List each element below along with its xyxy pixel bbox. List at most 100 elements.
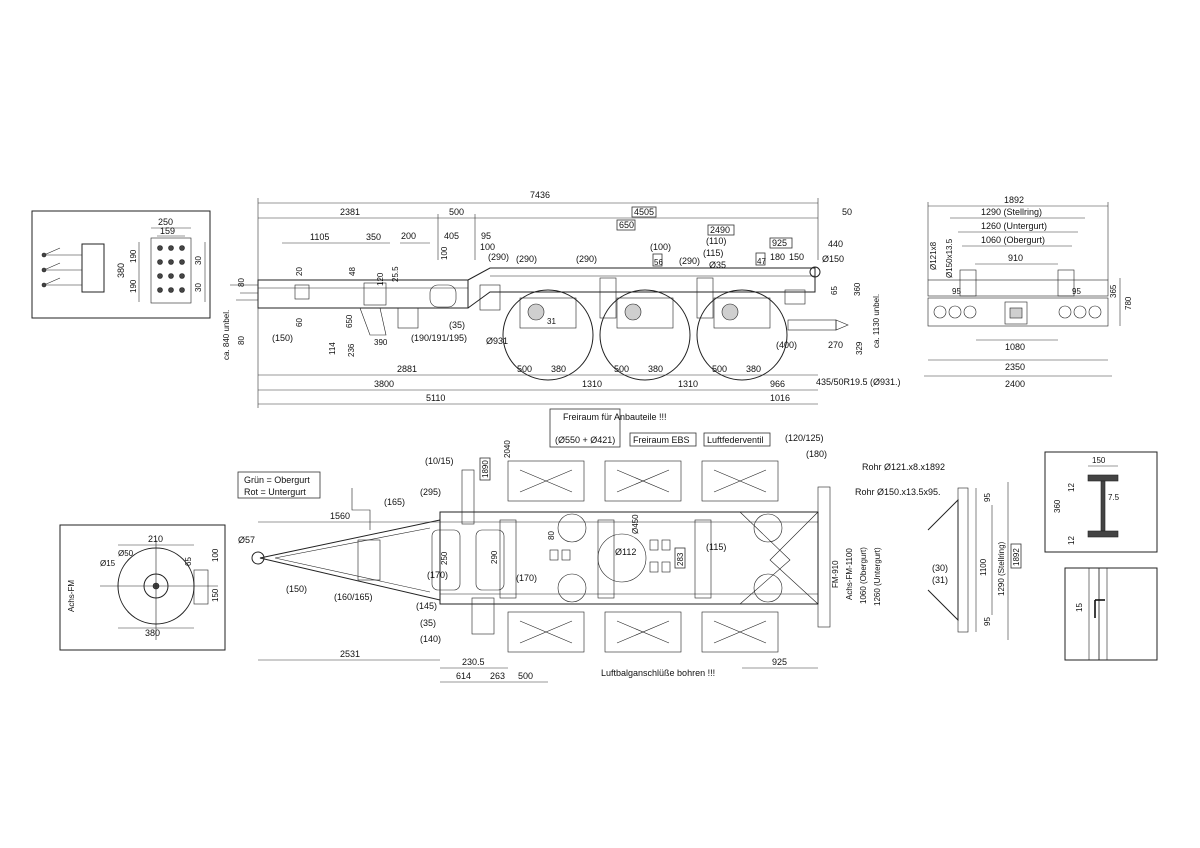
rear-o150: Ø150x13.5: [945, 238, 954, 278]
dim-100a: 100: [480, 242, 495, 252]
label-o931: Ø931: [486, 336, 508, 346]
v-114: 114: [328, 342, 337, 355]
rear-365: 365: [1109, 284, 1118, 298]
dim-380: 380: [116, 263, 126, 278]
dim-180: 180: [770, 252, 785, 262]
kd-o50: Ø50: [118, 549, 134, 558]
pd-360: 360: [1053, 499, 1062, 513]
dim-4505: 4505: [634, 207, 654, 217]
tv-283: 283: [676, 552, 685, 566]
v-236: 236: [347, 343, 356, 357]
dim-1016: 1016: [770, 393, 790, 403]
label-190-191-195: (190/191/195): [411, 333, 467, 343]
dim-290d: (290): [679, 256, 700, 266]
dim-440: 440: [828, 239, 843, 249]
dim-500a: 500: [517, 364, 532, 374]
v-120: 120: [376, 272, 385, 286]
dim-115: (115): [703, 248, 723, 258]
v-80: 80: [237, 278, 246, 287]
rear-1290: 1290 (Stellring): [981, 207, 1042, 217]
tire-spec: 435/50R19.5 (Ø931.): [816, 377, 901, 387]
kd-o15: Ø15: [100, 559, 116, 568]
v-65: 65: [830, 286, 839, 295]
label-400: (400): [776, 340, 797, 350]
tv-263: 263: [490, 671, 505, 681]
pd-15: 15: [1075, 603, 1084, 612]
label-31: 31: [547, 317, 556, 326]
tv-35: (35): [420, 618, 436, 628]
tv-120-125: (120/125): [785, 433, 824, 443]
dim-1310a: 1310: [582, 379, 602, 389]
label-35: (35): [449, 320, 465, 330]
tv-250: 250: [440, 551, 449, 565]
dim-966: 966: [770, 379, 785, 389]
sec-1892: 1892: [1012, 548, 1021, 566]
tv-2531: 2531: [340, 649, 360, 659]
kd-65: 65: [184, 557, 193, 566]
sec-1290: 1290 (Stellring): [997, 541, 1006, 596]
dim-2490: 2490: [710, 225, 730, 235]
dim-200: 200: [401, 231, 416, 241]
kd-380: 380: [145, 628, 160, 638]
profile-detail-view: 150 12 7.5 360 12 15: [1044, 451, 1158, 661]
kingpin-detail-view: 210 Ø15 Ø50 65 100 150 380 Achs-FM: [59, 524, 226, 651]
dim-190b: 190: [129, 279, 138, 293]
dim-159: 159: [160, 226, 175, 236]
tv-145: (145): [416, 601, 437, 611]
dim-110: (110): [706, 236, 726, 246]
rear-1892: 1892: [1004, 195, 1024, 205]
tv-180: (180): [806, 449, 827, 459]
dim-650: 650: [619, 220, 634, 230]
tv-925: 925: [772, 657, 787, 667]
freiraum-dims: (Ø550 + Ø421): [555, 435, 615, 445]
v-80b: 80: [237, 336, 246, 345]
v-25: 25.5: [391, 266, 400, 282]
pd-150: 150: [1092, 456, 1106, 465]
dim-100b: (100): [650, 242, 671, 252]
rear-2350: 2350: [1005, 362, 1025, 372]
dim-1105: 1105: [310, 232, 329, 242]
v-360: 360: [853, 282, 862, 296]
tv-140: (140): [420, 634, 441, 644]
kd-150: 150: [211, 588, 220, 602]
tv-500: 500: [518, 671, 533, 681]
dim-350: 350: [366, 232, 381, 242]
tv-115: (115): [706, 542, 726, 552]
label-150: (150): [272, 333, 293, 343]
v-329: 329: [855, 341, 864, 355]
rear-95b: 95: [1072, 287, 1081, 296]
dim-925: 925: [772, 238, 787, 248]
luftbalg-1: Luftbalganschlüße bohren !!!: [601, 668, 715, 678]
rear-2400: 2400: [1005, 379, 1025, 389]
tv-295: (295): [420, 487, 441, 497]
rear-1260: 1260 (Untergurt): [981, 221, 1047, 231]
dim-500c: 500: [712, 364, 727, 374]
dim-290c: (290): [576, 254, 597, 264]
dim-47: 47: [757, 257, 766, 266]
dim-380a: 380: [551, 364, 566, 374]
tv-614: 614: [456, 671, 471, 681]
v-100: 100: [440, 246, 449, 260]
pd-75: 7.5: [1108, 493, 1120, 502]
tv-achs-fm-1100: Achs-FM-1100: [845, 548, 854, 600]
rohr-150: Rohr Ø150.x13.5x95.: [855, 487, 941, 497]
side-view: 7436 2381 500 4505 50 1105 350 200 405 9…: [222, 190, 901, 408]
rohr-121: Rohr Ø121.x8.x1892: [862, 462, 945, 472]
sec-31: (31): [932, 575, 948, 585]
tv-80: 80: [547, 531, 556, 540]
dim-035: Ø35: [709, 260, 726, 270]
rear-95a: 95: [952, 287, 961, 296]
dim-50: 50: [842, 207, 852, 217]
kd-100: 100: [211, 548, 220, 562]
dim-1310b: 1310: [678, 379, 698, 389]
dim-250: 250: [158, 217, 173, 227]
section-view: Rohr Ø121.x8.x1892 Rohr Ø150.x13.5x95. 9…: [855, 462, 1022, 640]
tv-170b: (170): [516, 573, 537, 583]
tv-1060: 1060 (Obergurt): [859, 547, 868, 604]
dim-190a: 190: [129, 249, 138, 263]
tv-150: (150): [286, 584, 307, 594]
tv-2040: 2040: [503, 440, 512, 458]
top-view: Grün = Obergurt Rot = Untergurt Freiraum…: [237, 408, 882, 683]
dim-405: 405: [444, 231, 459, 241]
